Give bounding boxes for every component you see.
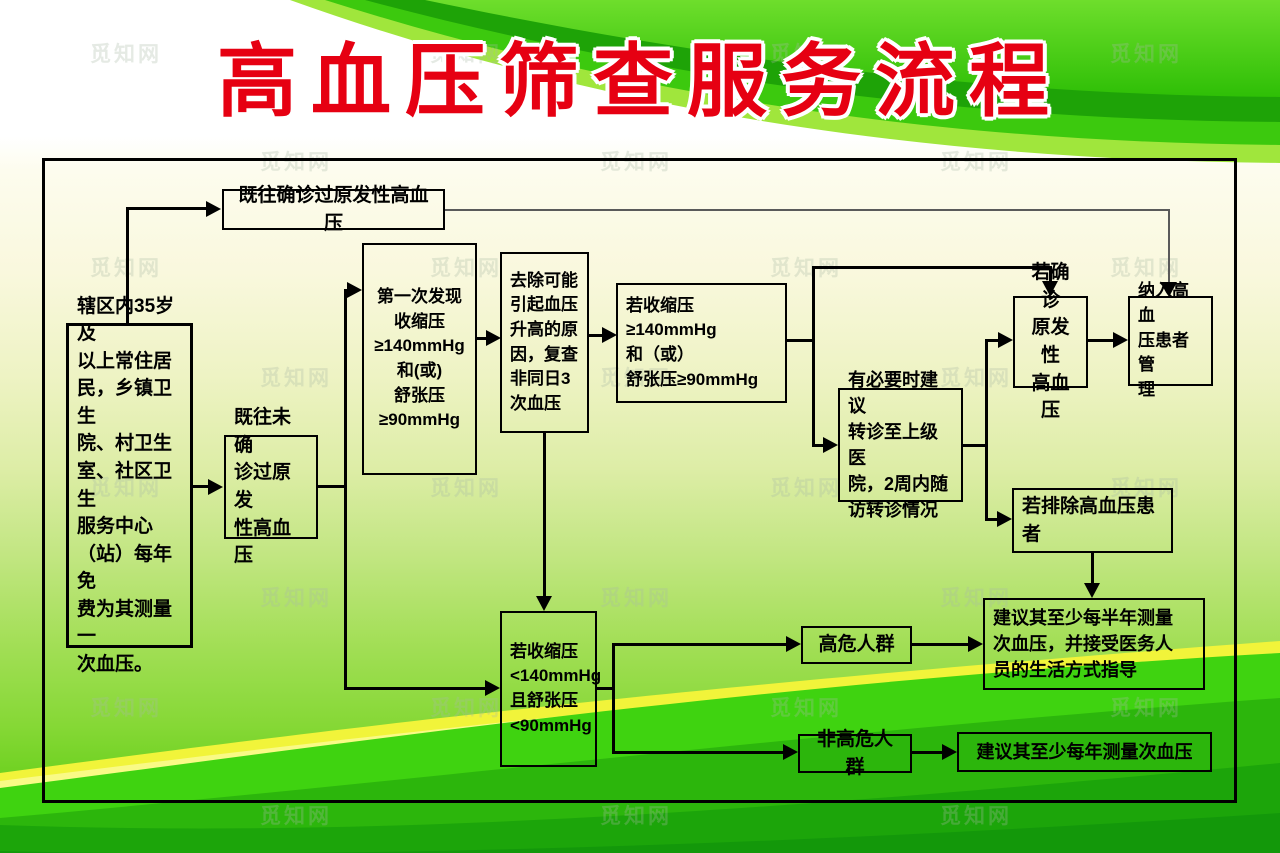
node-non-high-risk-group: 非高危人群: [798, 729, 912, 778]
node-first-found-high-bp: 第一次发现 收缩压 ≥140mmHg 和(或) 舒张压 ≥90mmHg: [362, 243, 477, 475]
connector-residents-up: [126, 207, 129, 323]
node-hypertension-excluded: 若排除高血压患 者: [1012, 488, 1173, 553]
watermark-text: 觅知网: [260, 805, 332, 828]
node-not-prior-diagnosed: 既往未确 诊过原发 性高血压: [224, 407, 318, 566]
connector-top-rail-down: [1049, 266, 1052, 283]
node-high-risk-group: 高危人群: [801, 626, 912, 664]
connector-if-normal-right: [597, 687, 615, 690]
node-exclude-causes-recheck: 去除可能 引起血压 升高的原 因，复查 非同日3 次血压: [500, 252, 589, 433]
page-title: 高血压筛查服务流程: [217, 37, 1063, 126]
connector-prior-dx-down: [1168, 209, 1170, 282]
flowchart-frame: [42, 158, 1237, 803]
connector-to-high-risk: [612, 643, 786, 646]
connector-exclude-down: [543, 433, 546, 598]
connector-non-high-risk-right: [912, 751, 942, 754]
arrowhead-confirmed-top: [1042, 281, 1058, 296]
connector-referral-right: [963, 444, 988, 447]
node-prior-diagnosed: 既往确诊过原发性高血压: [222, 185, 445, 234]
node-if-bp-high: 若收缩压≥140mmHg 和（或） 舒张压≥90mmHg: [616, 283, 787, 403]
arrowhead-if-normal-top: [536, 596, 552, 611]
arrowhead-high-risk: [786, 636, 801, 652]
connector-to-confirmed: [985, 339, 998, 342]
connector-high-risk-right: [912, 643, 968, 646]
connector-confirmed-right: [1088, 339, 1113, 342]
arrowhead-non-high-risk: [783, 744, 798, 760]
node-referral-followup: 有必要时建议 转诊至上级医 院，2周内随 访转诊情况: [838, 370, 963, 520]
connector-if-high-right: [787, 339, 815, 342]
arrowhead-if-high: [602, 327, 617, 343]
node-advice-half-year: 建议其至少每半年测量 次血压，并接受医务人 员的生活方式指导: [983, 598, 1205, 690]
node-patient-management: 纳入高血 压患者管 理: [1128, 281, 1213, 399]
connector-excluded-down: [1091, 553, 1094, 584]
arrowhead-advice-yearly: [942, 744, 957, 760]
arrowhead-exclude-causes: [486, 330, 501, 346]
watermark-text: 觅知网: [600, 805, 672, 828]
connector-top-rail: [812, 266, 1052, 269]
arrowhead-prior-dx: [206, 201, 221, 217]
node-confirmed-hypertension: 若确诊 原发性 高血压: [1013, 262, 1088, 421]
connector-exclude-right: [589, 334, 603, 337]
connector-residents-right: [193, 485, 208, 488]
node-residents: 辖区内35岁及 以上常住居 民，乡镇卫生 院、村卫生 室、社区卫生 服务中心 （…: [66, 296, 193, 675]
connector-to-referral: [812, 444, 823, 447]
node-if-bp-normal: 若收缩压 <140mmHg 且舒张压 <90mmHg: [500, 611, 601, 767]
arrowhead-advice-half-left: [968, 636, 983, 652]
arrowhead-first-found: [347, 282, 362, 298]
arrowhead-management-left: [1113, 332, 1128, 348]
connector-to-non-high-risk: [612, 751, 783, 754]
connector-to-excluded: [985, 518, 998, 521]
arrowhead-referral: [823, 437, 838, 453]
arrowhead-confirmed-left: [998, 332, 1013, 348]
arrowhead-no-prior-dx: [208, 479, 223, 495]
node-advice-yearly: 建议其至少每年测量次血压: [957, 732, 1212, 772]
connector-to-prior-dx: [126, 207, 206, 210]
arrowhead-management-top: [1161, 282, 1177, 297]
connector-no-prior-dx-right: [318, 485, 347, 488]
arrowhead-excluded: [997, 511, 1012, 527]
arrowhead-if-normal: [485, 680, 500, 696]
connector-referral-vertical: [985, 339, 988, 521]
watermark-text: 觅知网: [940, 805, 1012, 828]
arrowhead-advice-half-top: [1084, 583, 1100, 598]
connector-to-if-normal: [344, 687, 485, 690]
connector-if-high-vertical: [812, 266, 815, 446]
connector-prior-dx-rail: [445, 209, 1169, 211]
connector-first-found-right: [477, 337, 488, 340]
connector-branch-vertical: [344, 289, 347, 689]
connector-risk-vertical: [612, 644, 615, 754]
